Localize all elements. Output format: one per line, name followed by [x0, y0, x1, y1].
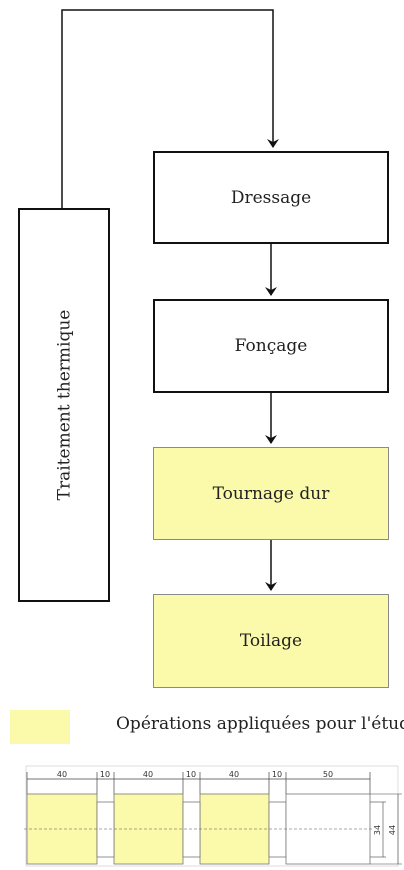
dim-gap-1: 10	[100, 770, 110, 779]
dim-inner-diameter: 34	[373, 825, 382, 835]
step-foncage-label: Fonçage	[234, 336, 308, 356]
legend-swatch	[10, 710, 70, 744]
legend-label: Opérations appliquées pour l'étude	[116, 714, 404, 734]
dim-segment-1: 40	[57, 770, 67, 779]
dim-gap-2: 10	[186, 770, 196, 779]
part-segment-1	[26, 793, 98, 865]
dim-segment-3: 40	[229, 770, 239, 779]
step-toilage-label: Toilage	[239, 631, 303, 651]
step-dressage: Dressage	[153, 151, 389, 244]
step-foncage: Fonçage	[153, 299, 389, 393]
dim-segment-2: 40	[143, 770, 153, 779]
part-segment-2	[113, 793, 184, 865]
part-groove-3	[268, 801, 287, 858]
part-groove-2	[182, 801, 201, 858]
step-dressage-label: Dressage	[230, 187, 312, 208]
drawing-frame	[25, 765, 399, 867]
dim-segment-4: 50	[323, 770, 333, 779]
step-tournage-dur-label: Tournage dur	[212, 483, 330, 504]
step-traitement-thermique: Traitement thermique	[18, 208, 110, 602]
part-segment-3	[199, 793, 270, 865]
part-segment-4	[285, 793, 371, 865]
step-traitement-thermique-label: Traitement thermique	[54, 309, 74, 501]
step-tournage-dur: Tournage dur	[153, 447, 389, 540]
step-toilage: Toilage	[153, 594, 389, 688]
part-groove-1	[96, 801, 115, 858]
dim-outer-diameter: 44	[388, 825, 397, 835]
dim-gap-3: 10	[272, 770, 282, 779]
